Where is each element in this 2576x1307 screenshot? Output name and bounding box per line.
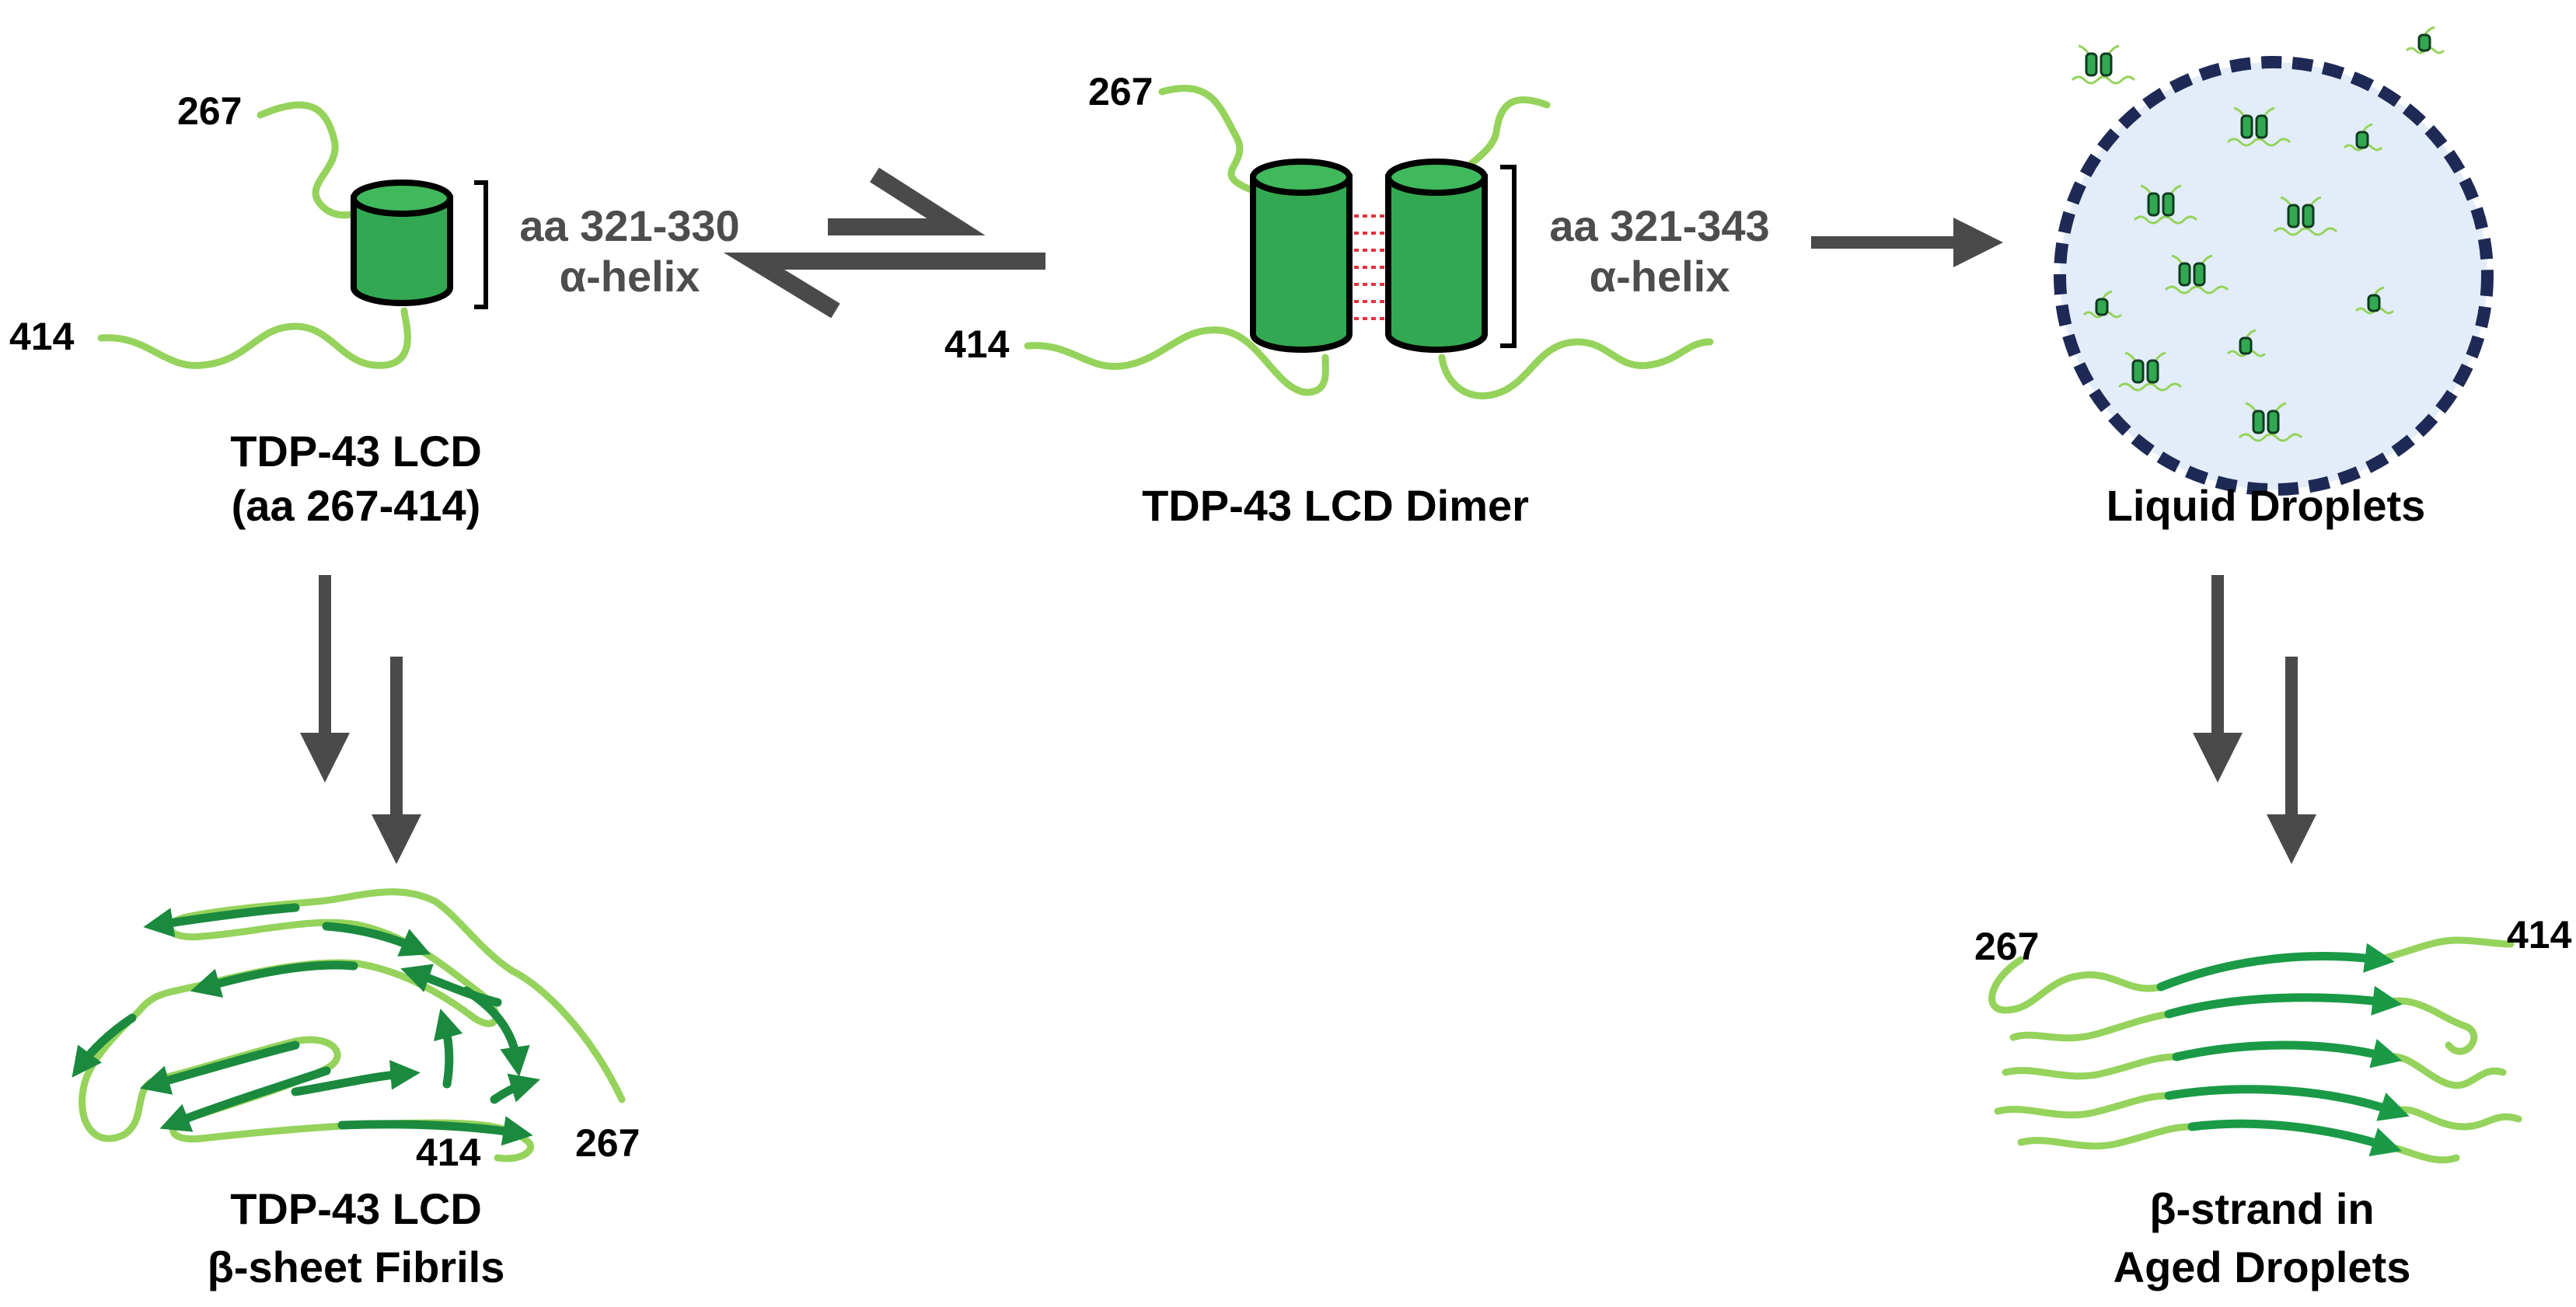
aged-title-line1: β-strand in <box>2149 1184 2374 1233</box>
dimer-c-terminal-coil-2 <box>1438 338 1714 399</box>
aged-title-line2: Aged Droplets <box>2114 1243 2411 1291</box>
fibrils-label-c: 414 <box>416 1131 481 1174</box>
fibrils-group: 414 267 TDP-43 LCD β-sheet Fibrils <box>72 888 640 1291</box>
monomer-title-line2: (aa 267-414) <box>232 481 481 530</box>
dimer-helix-range: aa 321-343 <box>1549 201 1769 250</box>
dimer-title: TDP-43 LCD Dimer <box>1142 481 1529 530</box>
dimer-helix-bracket <box>1500 165 1517 348</box>
aged-beta-strands <box>2156 943 2410 1157</box>
dimer-helix-type: α-helix <box>1590 252 1730 301</box>
free-dimer-glyph <box>2071 44 2136 85</box>
droplets-group: Liquid Droplets <box>2054 26 2494 530</box>
aged-label-c: 414 <box>2507 913 2572 957</box>
dimer-helix-cylinder-1 <box>1250 159 1353 353</box>
dimer-c-terminal-coil-1 <box>1024 326 1329 396</box>
fibrils-title-line1: TDP-43 LCD <box>230 1184 482 1233</box>
monomer-helix-bracket <box>474 180 488 309</box>
fibrils-title-line2: β-sheet Fibrils <box>208 1243 505 1291</box>
free-monomer-glyph <box>2405 26 2445 54</box>
monomer-helix-type: α-helix <box>560 252 700 301</box>
monomer-helix-range: aa 321-330 <box>519 201 739 250</box>
fibril-beta-strands <box>72 903 541 1146</box>
equilibrium-arrows <box>723 167 1045 319</box>
fibrils-label-n: 267 <box>575 1121 640 1165</box>
aged-group: 267 414 β-strand in Aged Droplets <box>1974 913 2572 1291</box>
reverse-half-arrow <box>723 253 1045 319</box>
dimer-helix-contacts <box>1354 214 1385 320</box>
monomer-title-line1: TDP-43 LCD <box>230 427 482 476</box>
dimer-group: 267 414 aa 321-343 α-helix TDP-43 LCD Di… <box>944 70 1770 530</box>
dimer-helix-cylinder-2 <box>1385 159 1488 353</box>
droplets-title: Liquid Droplets <box>2107 481 2426 530</box>
monomer-c-terminal-coil <box>97 307 411 369</box>
forward-half-arrow <box>828 167 986 235</box>
aged-coils <box>1988 936 2522 1164</box>
monomer-label-c: 414 <box>9 315 75 358</box>
droplet-circle <box>2054 56 2494 496</box>
monomer-label-n: 267 <box>177 89 242 133</box>
aged-label-n: 267 <box>1974 925 2039 968</box>
monomer-group: 267 414 aa 321-330 α-helix TDP-43 LCD (a… <box>9 89 740 530</box>
dimer-label-n: 267 <box>1088 70 1153 113</box>
dimer-label-c: 414 <box>944 322 1010 366</box>
monomer-helix-cylinder <box>351 179 453 306</box>
